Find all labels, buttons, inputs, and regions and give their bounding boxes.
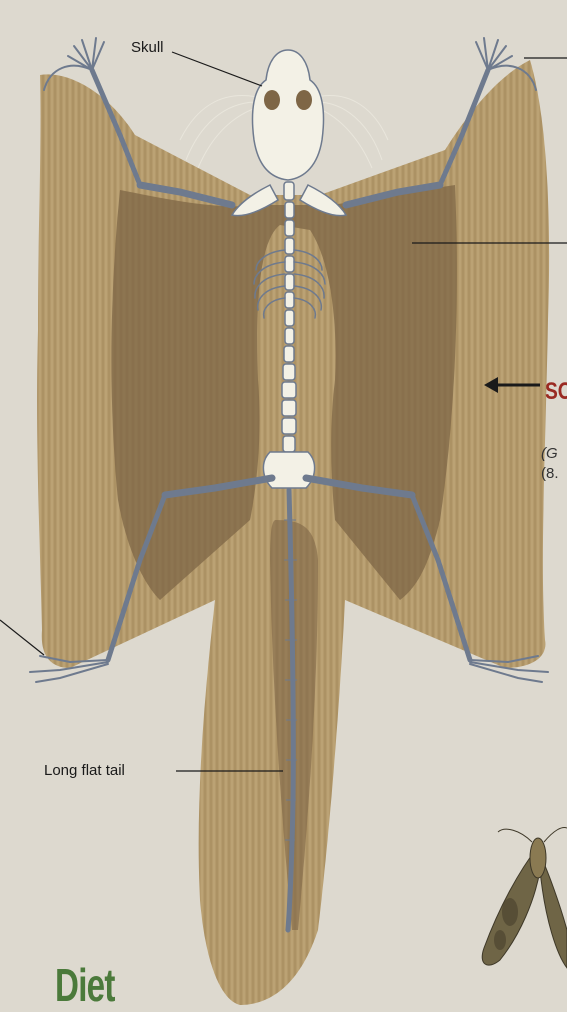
skull-label: Skull <box>131 39 164 56</box>
moth-illustration <box>482 828 567 968</box>
skull <box>253 50 324 180</box>
scientific-name: (G <box>541 445 558 462</box>
diet-heading: Diet <box>55 958 115 1012</box>
tail-label: Long flat tail <box>44 762 125 779</box>
species-heading: SO <box>545 378 567 406</box>
skull-leader <box>172 52 262 86</box>
size-text: (8. <box>541 465 559 482</box>
hindfoot-leader <box>0 620 44 655</box>
